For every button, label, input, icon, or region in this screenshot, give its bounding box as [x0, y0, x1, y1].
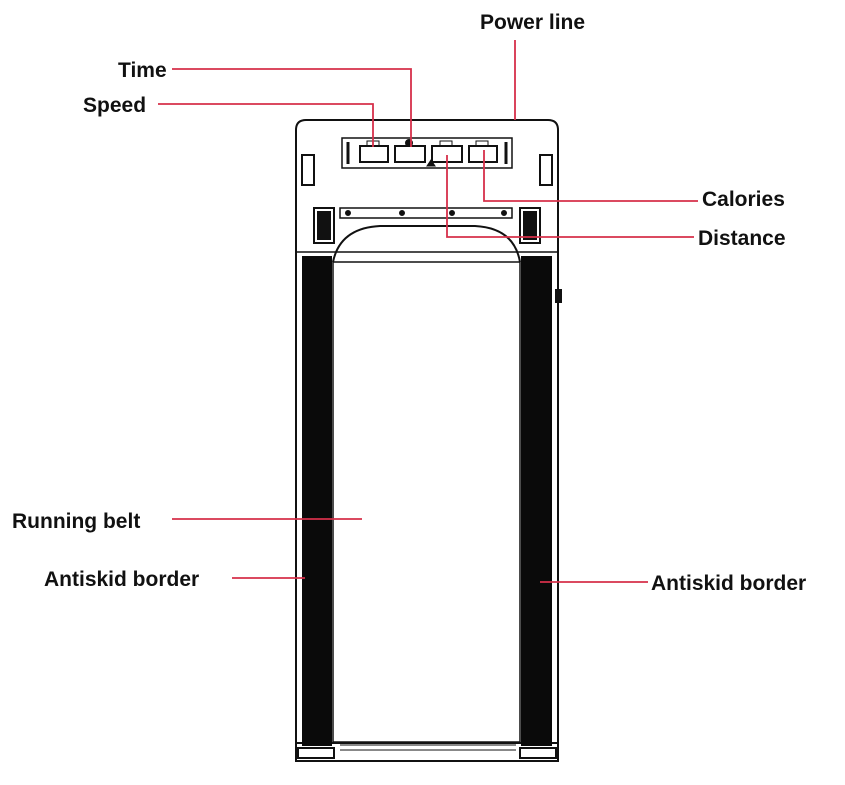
right-antiskid-strip [521, 256, 552, 746]
calories-leader [483, 150, 698, 202]
distance-leader [446, 155, 694, 238]
housing-right-grip [519, 207, 541, 244]
running-belt-label: Running belt [12, 510, 140, 533]
housing-left-grip [313, 207, 335, 244]
display-panel [341, 137, 513, 169]
antiskid-border-right-label: Antiskid border [651, 572, 806, 595]
running-belt-area [332, 261, 521, 743]
housing-left-slot [301, 154, 315, 186]
time-leader [172, 68, 412, 147]
console-rail [339, 207, 513, 219]
calories-label: Calories [702, 188, 785, 211]
speed-leader [158, 103, 374, 147]
belt-arch [332, 225, 521, 263]
time-label: Time [118, 59, 167, 82]
antiskid-border-left-label: Antiskid border [44, 568, 199, 591]
speed-window [359, 145, 389, 163]
time-window [394, 145, 426, 163]
console-housing [295, 119, 559, 262]
rear-base [295, 742, 559, 762]
leader-lines [158, 40, 698, 583]
distance-label: Distance [698, 227, 786, 250]
power-line-label: Power line [480, 11, 585, 34]
left-antiskid-strip [302, 256, 332, 746]
calories-window [468, 145, 498, 163]
speed-label: Speed [83, 94, 146, 117]
housing-right-slot [539, 154, 553, 186]
